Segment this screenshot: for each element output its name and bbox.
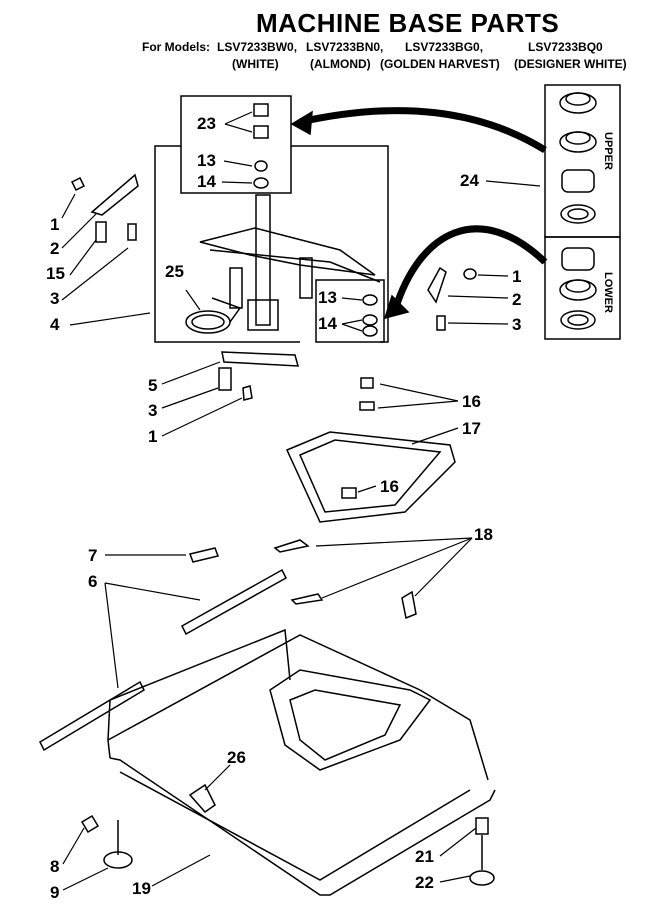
color-designer-white: (DESIGNER WHITE) <box>514 57 627 71</box>
small-parts <box>39 539 417 752</box>
callout-7: 7 <box>88 546 98 565</box>
lower-label: LOWER <box>602 272 614 313</box>
leveling-legs <box>80 814 495 886</box>
callout-15: 15 <box>46 264 65 283</box>
callout-22: 22 <box>415 873 434 892</box>
leader-lines <box>61 111 541 891</box>
models-label: For Models: <box>142 40 210 54</box>
callout-16-lower: 16 <box>380 477 399 496</box>
callout-13-lower: 13 <box>318 288 337 307</box>
callout-14-lower: 14 <box>318 314 337 333</box>
arrow-to-upper-inset <box>299 107 547 153</box>
callout-2-left: 2 <box>50 239 60 258</box>
callout-17: 17 <box>462 419 481 438</box>
lower-inset-parts <box>362 294 378 337</box>
upper-label: UPPER <box>602 132 614 170</box>
arrow-to-lower-inset <box>391 225 548 312</box>
lower-rings <box>559 247 597 330</box>
model-designer-white: LSV7233BQ0 <box>528 40 603 54</box>
frame-17 <box>285 377 456 523</box>
left-bracket-parts <box>70 173 139 243</box>
callout-1-right: 1 <box>512 267 522 286</box>
page-title: MACHINE BASE PARTS <box>256 8 560 38</box>
color-golden-harvest: (GOLDEN HARVEST) <box>380 57 500 71</box>
callout-9: 9 <box>50 883 60 902</box>
callout-2-right: 2 <box>512 290 522 309</box>
transmission-box-right <box>291 145 389 343</box>
lower-bracket-parts <box>218 351 299 401</box>
callout-26: 26 <box>227 748 246 767</box>
callout-3-left: 3 <box>50 289 60 308</box>
callout-3-lower: 3 <box>148 401 158 420</box>
transmission-box <box>154 145 300 343</box>
callout-5: 5 <box>148 376 158 395</box>
callout-21: 21 <box>415 847 434 866</box>
callout-1-left: 1 <box>50 215 60 234</box>
callout-1-lower: 1 <box>148 427 158 446</box>
machine-base <box>107 628 496 896</box>
callout-18: 18 <box>474 525 493 544</box>
nut-parts <box>253 103 269 189</box>
color-almond: (ALMOND) <box>310 57 371 71</box>
callout-6: 6 <box>88 572 98 591</box>
transmission <box>199 194 381 331</box>
callout-25: 25 <box>165 262 184 281</box>
callout-24: 24 <box>460 171 479 190</box>
callout-14-upper: 14 <box>197 172 216 191</box>
callout-23: 23 <box>197 114 216 133</box>
inset-box-lower <box>315 279 385 343</box>
callout-16-upper: 16 <box>462 392 481 411</box>
callout-8: 8 <box>50 857 60 876</box>
model-golden-harvest: LSV7233BG0, <box>405 40 484 54</box>
inset-box-upper-nut <box>180 95 292 194</box>
model-white: LSV7233BW0, <box>217 40 298 54</box>
lower-parts-box <box>544 236 621 340</box>
callout-19: 19 <box>132 879 151 898</box>
right-bracket-parts <box>427 266 477 331</box>
color-white: (WHITE) <box>232 57 279 71</box>
upper-rings <box>559 92 597 224</box>
callout-13-upper: 13 <box>197 151 216 170</box>
callout-3-right: 3 <box>512 315 522 334</box>
model-almond: LSV7233BN0, <box>306 40 384 54</box>
callout-4: 4 <box>50 315 60 334</box>
